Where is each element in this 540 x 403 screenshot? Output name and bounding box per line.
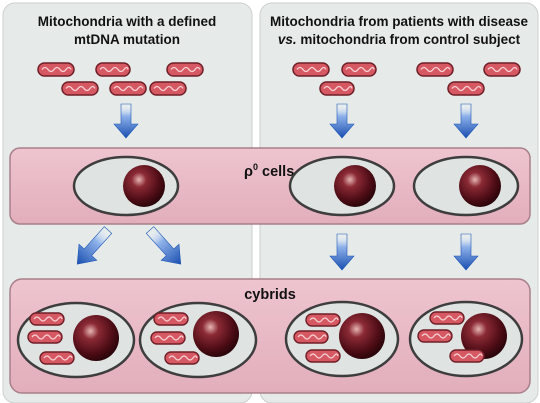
rho0-cell bbox=[72, 155, 180, 217]
mitochondrion bbox=[319, 81, 355, 96]
mitochondrion bbox=[166, 62, 204, 77]
rho0-label-rest: cells bbox=[258, 164, 294, 180]
arrow-down-icon bbox=[453, 233, 479, 271]
arrow-diagonal-right-icon bbox=[145, 226, 182, 265]
nucleus bbox=[123, 165, 165, 207]
nucleus bbox=[73, 315, 119, 361]
cybrids-band bbox=[9, 278, 531, 394]
mitochondrion bbox=[95, 62, 131, 77]
nucleus bbox=[193, 311, 239, 357]
mitochondrion bbox=[61, 81, 99, 96]
nucleus bbox=[334, 165, 376, 207]
rho0-label-sup: 0 bbox=[253, 162, 258, 172]
mitochondrion bbox=[149, 81, 187, 96]
arrow-down-icon bbox=[113, 103, 139, 139]
mitochondrion bbox=[292, 62, 330, 77]
left-title-line2: mtDNA mutation bbox=[74, 32, 180, 47]
mitochondrion bbox=[109, 81, 147, 96]
rho0-cell bbox=[412, 155, 520, 217]
mitochondrion bbox=[447, 81, 485, 96]
arrow-down-icon bbox=[329, 103, 355, 139]
mitochondrion bbox=[483, 62, 521, 77]
arrow-diagonal-left-icon bbox=[76, 226, 113, 265]
arrow-down-icon bbox=[329, 233, 355, 271]
right-title-line2-rest: mitochondria from control subject bbox=[297, 32, 521, 47]
cybrid-cell bbox=[138, 301, 258, 379]
source-mitochondria-left bbox=[37, 62, 204, 96]
cybrid-cell bbox=[284, 300, 400, 378]
rho0-label: ρ0 cells bbox=[244, 162, 294, 180]
cybrid-cell bbox=[16, 301, 136, 379]
right-title-line1: Mitochondria from patients with disease bbox=[270, 14, 529, 29]
nucleus bbox=[461, 313, 507, 359]
source-mitochondria-patient bbox=[292, 62, 377, 96]
arrow-down-icon bbox=[453, 103, 479, 139]
mitochondrion bbox=[341, 62, 377, 77]
rho0-label-rho: ρ bbox=[244, 164, 253, 180]
source-mitochondria-control bbox=[416, 62, 521, 96]
cybrid-cell bbox=[408, 300, 524, 378]
right-title-vs: vs. bbox=[278, 32, 297, 47]
cybrids-label: cybrids bbox=[244, 287, 296, 303]
mitochondrion bbox=[416, 62, 454, 77]
right-title-line2: vs. mitochondria from control subject bbox=[278, 32, 521, 47]
nucleus bbox=[459, 165, 501, 207]
left-title-line1: Mitochondria with a defined bbox=[38, 14, 217, 29]
rho0-cell bbox=[288, 155, 396, 217]
nucleus bbox=[339, 313, 385, 359]
mitochondrion bbox=[37, 62, 75, 77]
